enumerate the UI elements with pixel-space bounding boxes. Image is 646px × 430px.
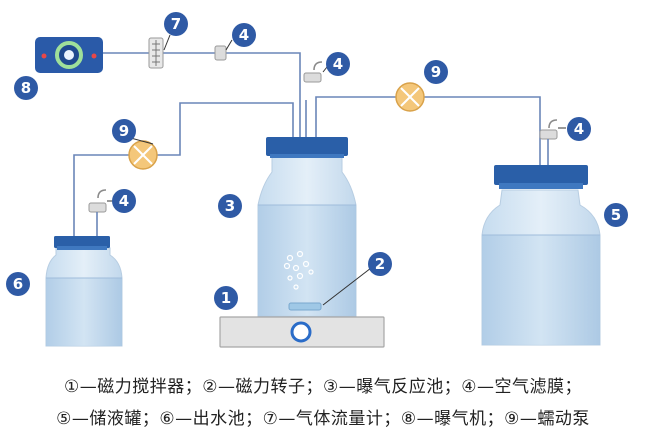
svg-text:4: 4 [119,192,129,210]
aeration-reactor [257,137,357,317]
svg-text:4: 4 [239,26,249,44]
outlet-tank [45,236,123,347]
air-bubbles [283,250,314,290]
svg-text:4: 4 [333,55,343,73]
svg-text:6: 6 [13,275,23,293]
aerator [35,37,103,73]
badge-4-inline-filter: 4 [232,23,256,47]
svg-text:5: 5 [611,206,621,224]
svg-text:9: 9 [431,63,441,81]
badge-4-outlet-filter: 4 [112,189,136,213]
badge-4-storage-filter: 4 [567,117,591,141]
air-tube [103,52,301,138]
svg-text:9: 9 [119,122,129,140]
svg-text:8: 8 [21,79,31,97]
badge-8: 8 [14,76,38,100]
legend-line-2: ⑤—储液罐；⑥—出水池；⑦—气体流量计；⑧—曝气机；⑨—蠕动泵 [56,409,590,429]
badge-5: 5 [604,203,628,227]
magnetic-stir-bar [288,302,322,311]
svg-text:1: 1 [221,289,231,307]
air-filter-storage [539,119,558,166]
badge-3: 3 [218,194,242,218]
badge-4-reactor-filter: 4 [326,52,350,76]
svg-text:3: 3 [225,197,235,215]
peristaltic-pump-outlet [128,140,158,170]
svg-text:7: 7 [171,15,181,33]
air-filter-inline [214,45,227,61]
outlet-tube [73,102,294,238]
gas-flow-meter [148,37,164,69]
badge-7: 7 [164,12,188,36]
air-filter-outlet [88,189,107,238]
badge-1: 1 [214,286,238,310]
peristaltic-pump-feed [395,82,425,112]
air-filter-reactor [303,61,323,83]
feed-tube [315,96,541,170]
legend-line-1: ①—磁力搅拌器；②—磁力转子；③—曝气反应池；④—空气滤膜； [64,377,582,397]
storage-tank [481,165,601,346]
svg-text:2: 2 [375,255,385,273]
badge-9-outlet-pump: 9 [112,119,136,143]
badge-9-feed-pump: 9 [424,60,448,84]
magnetic-stirrer [219,316,385,348]
badge-2: 2 [368,252,392,276]
svg-text:4: 4 [574,120,584,138]
badge-6: 6 [6,272,30,296]
